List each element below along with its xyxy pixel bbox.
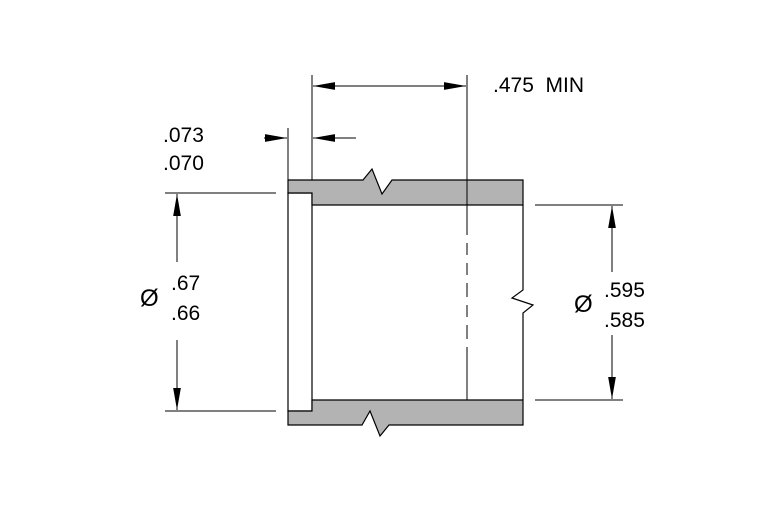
top-wall-section [287,167,524,206]
od-min-label: .66 [171,302,200,325]
inner-diameter-dimension [535,204,623,401]
flange-thickness-dimension [264,128,356,180]
length-dimension [311,75,466,180]
outer-diameter-dimension [165,192,276,412]
flange-thickness-max: .073 [163,124,204,147]
right-break-line [510,205,535,400]
od-max-label: .67 [171,272,200,295]
id-diameter-symbol: Ø [574,291,593,318]
length-min-label: .475 MIN [493,74,584,97]
bushing-part [287,167,535,438]
od-diameter-symbol: Ø [140,285,159,312]
flange [287,192,313,412]
bottom-wall-section [287,399,524,438]
flange-thickness-min: .070 [163,152,204,175]
id-min-label: .585 [604,309,645,332]
id-max-label: .595 [604,279,645,302]
